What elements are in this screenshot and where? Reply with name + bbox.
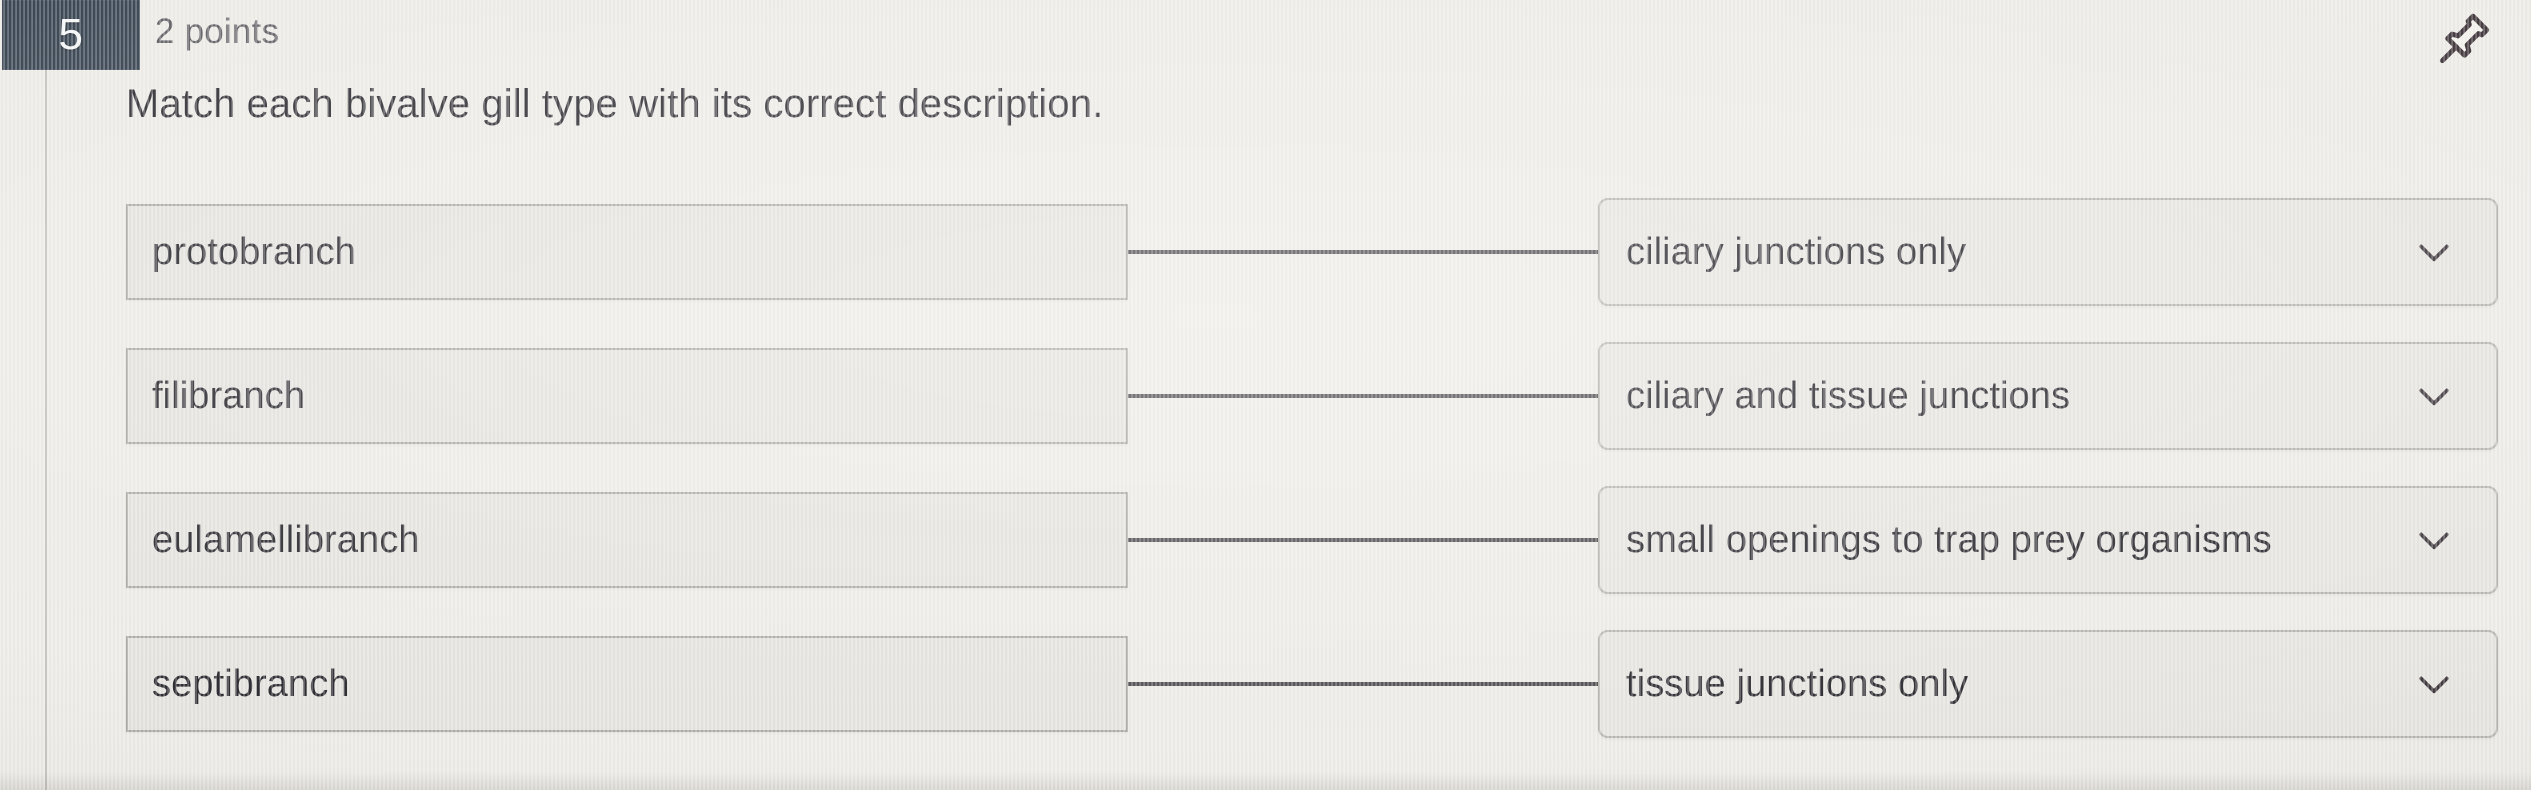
term-label: septibranch xyxy=(152,662,350,705)
term-label: eulamellibranch xyxy=(152,518,420,561)
answer-dropdown-protobranch[interactable]: ciliary junctions only xyxy=(1598,198,2498,306)
term-box-filibranch[interactable]: filibranch xyxy=(126,348,1128,444)
answer-dropdown-septibranch[interactable]: tissue junctions only xyxy=(1598,630,2498,738)
match-row: protobranch ciliary junctions only xyxy=(0,198,2531,344)
match-connector-line xyxy=(1128,682,1598,686)
question-prompt: Match each bivalve gill type with its co… xyxy=(126,82,1104,126)
term-label: protobranch xyxy=(152,230,356,273)
match-row: filibranch ciliary and tissue junctions xyxy=(0,342,2531,486)
term-box-septibranch[interactable]: septibranch xyxy=(126,636,1128,732)
match-connector-line xyxy=(1128,394,1598,398)
page-bottom-shadow xyxy=(0,772,2531,790)
match-row: eulamellibranch small openings to trap p… xyxy=(0,484,2531,628)
answer-selected-value: tissue junctions only xyxy=(1626,662,1969,705)
match-connector-line xyxy=(1128,538,1598,542)
answer-dropdown-eulamellibranch[interactable]: small openings to trap prey organisms xyxy=(1598,486,2498,594)
left-margin-rule xyxy=(45,62,47,790)
question-number-badge: 5 xyxy=(2,0,140,70)
points-label: 2 points xyxy=(155,12,280,51)
chevron-down-icon[interactable] xyxy=(2412,662,2456,706)
match-row: septibranch tissue junctions only xyxy=(0,626,2531,770)
question-number: 5 xyxy=(58,10,84,59)
chevron-down-icon[interactable] xyxy=(2412,518,2456,562)
pushpin-icon[interactable] xyxy=(2433,8,2495,70)
term-label: filibranch xyxy=(152,374,306,417)
term-box-eulamellibranch[interactable]: eulamellibranch xyxy=(126,492,1128,588)
answer-selected-value: small openings to trap prey organisms xyxy=(1626,518,2272,561)
match-connector-line xyxy=(1128,250,1598,254)
answer-selected-value: ciliary and tissue junctions xyxy=(1626,374,2071,417)
answer-selected-value: ciliary junctions only xyxy=(1626,230,1967,273)
chevron-down-icon[interactable] xyxy=(2412,230,2456,274)
answer-dropdown-filibranch[interactable]: ciliary and tissue junctions xyxy=(1598,342,2498,450)
term-box-protobranch[interactable]: protobranch xyxy=(126,204,1128,300)
chevron-down-icon[interactable] xyxy=(2412,374,2456,418)
